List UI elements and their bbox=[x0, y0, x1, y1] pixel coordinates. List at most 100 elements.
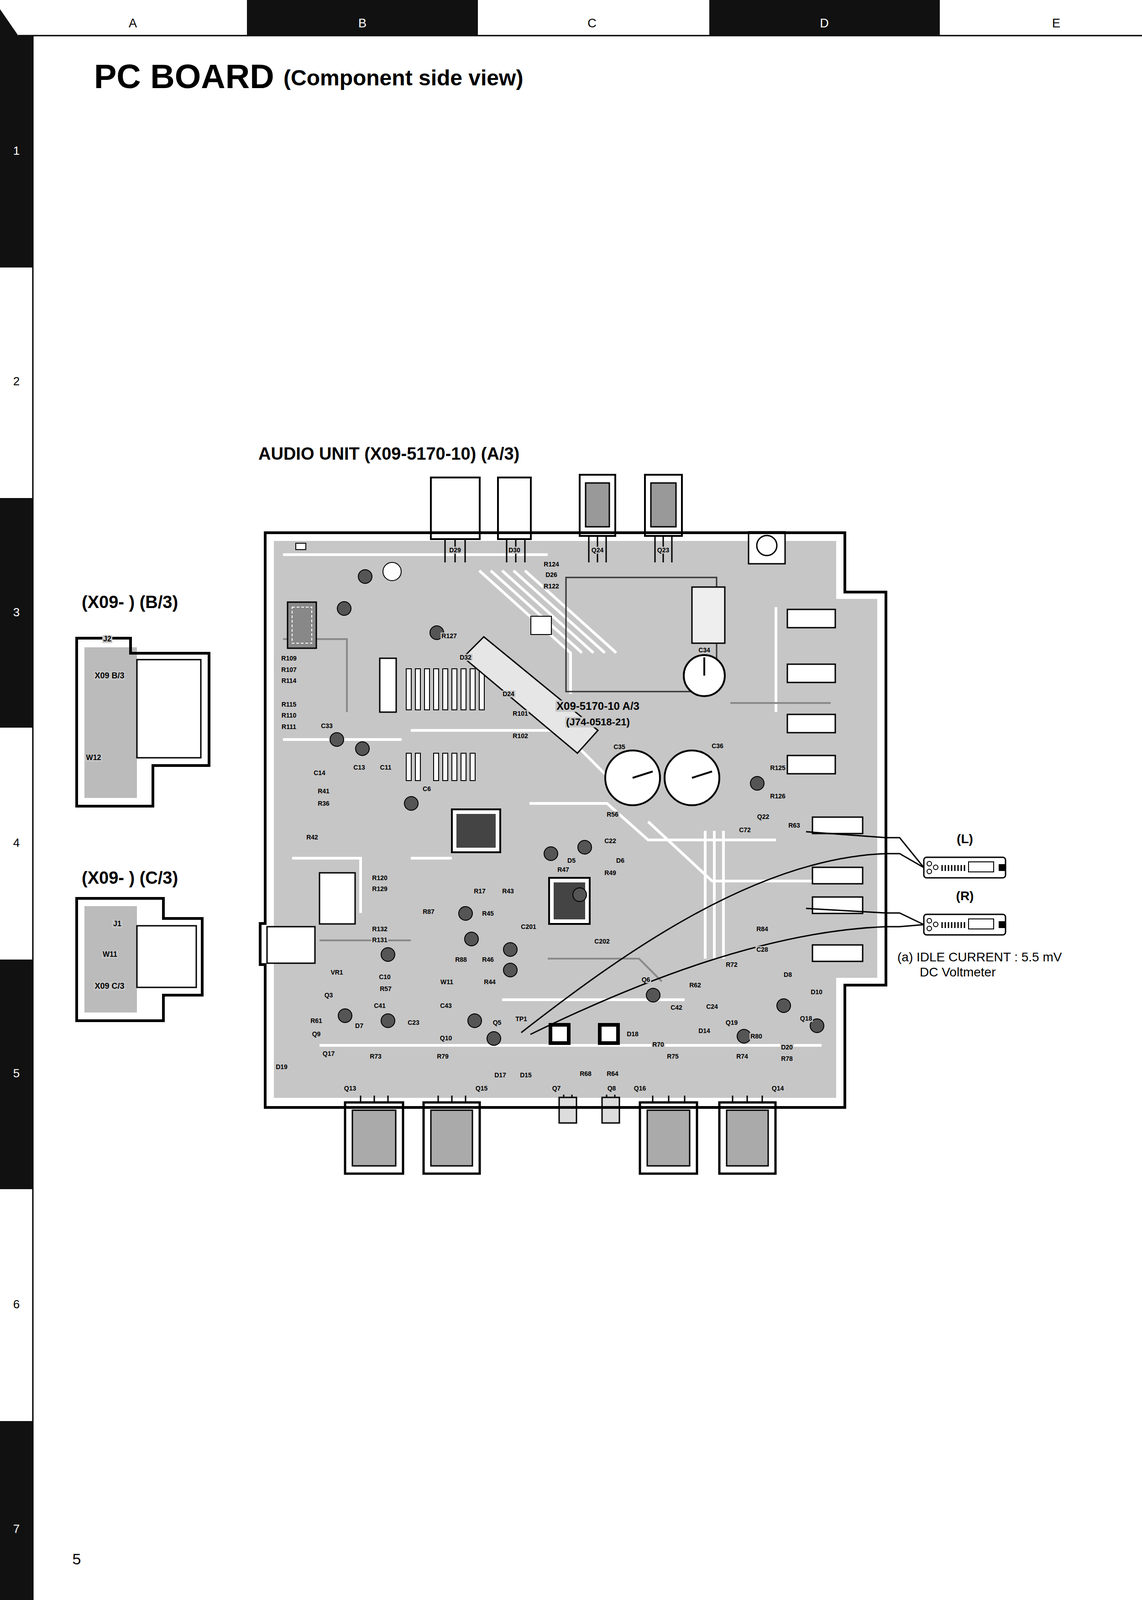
part-label: C43 bbox=[439, 1002, 453, 1010]
edge-connector bbox=[812, 817, 863, 834]
part-label: Q18 bbox=[799, 1015, 813, 1022]
meter-symbol bbox=[923, 857, 1006, 878]
page-frame bbox=[0, 959, 33, 1190]
pcb-board-art bbox=[295, 543, 306, 550]
heatsink-transistor bbox=[732, 1095, 734, 1103]
page-number: 5 bbox=[72, 1550, 82, 1568]
part-label: R132 bbox=[371, 925, 388, 933]
electrolytic-capacitor bbox=[703, 657, 706, 676]
transistor-symbol bbox=[467, 1013, 482, 1028]
dc-voltmeter: (R) bbox=[923, 914, 1006, 935]
part-label: D8 bbox=[782, 971, 793, 979]
part-label: R127 bbox=[440, 632, 458, 640]
transistor-symbol bbox=[487, 1031, 501, 1046]
top-component bbox=[497, 477, 531, 540]
meter-symbol bbox=[951, 921, 953, 928]
top-component bbox=[654, 535, 656, 563]
copper-trace bbox=[712, 830, 716, 959]
transistor-symbol bbox=[750, 776, 765, 791]
page-frame bbox=[246, 0, 478, 36]
sub-board-outline bbox=[76, 898, 203, 1021]
grid-ref: 1 bbox=[13, 144, 20, 158]
heatsink-transistor bbox=[559, 1097, 577, 1123]
copper-trace bbox=[282, 554, 822, 1046]
meter-symbol bbox=[963, 921, 966, 928]
part-label: Q17 bbox=[321, 1050, 336, 1058]
ic-package bbox=[451, 809, 501, 853]
page-frame bbox=[0, 9, 19, 36]
part-label: (J74-0518-21) bbox=[565, 716, 631, 728]
part-label: Q10 bbox=[439, 1034, 453, 1042]
resistor-bank bbox=[470, 753, 476, 781]
part-label: C24 bbox=[705, 1003, 719, 1011]
probe-wire bbox=[521, 831, 886, 1035]
grid-ref: 5 bbox=[13, 1066, 20, 1081]
probe-wire bbox=[521, 853, 886, 1033]
transistor-symbol bbox=[646, 988, 661, 1002]
part-label: Q3 bbox=[323, 991, 335, 999]
board-heading: (R) bbox=[956, 888, 975, 904]
probe-lead bbox=[885, 924, 924, 928]
sub-board: (X09- ) (C/3) bbox=[76, 898, 203, 1021]
part-label: C34 bbox=[697, 646, 712, 654]
page-title: PC BOARD bbox=[94, 57, 275, 96]
transistor-symbol bbox=[330, 562, 824, 1046]
part-label: C22 bbox=[603, 837, 618, 845]
edge-connector bbox=[787, 664, 836, 683]
pcb-board-outline bbox=[265, 532, 886, 1108]
board-heading: (L) bbox=[956, 831, 974, 847]
part-label: D5 bbox=[566, 857, 577, 865]
heatsink-transistor bbox=[602, 1097, 620, 1123]
edge-connector bbox=[787, 755, 836, 774]
heatsink-transistor bbox=[360, 1094, 763, 1103]
part-label: D29 bbox=[448, 546, 462, 554]
part-label: C6 bbox=[421, 785, 432, 793]
meter-symbol bbox=[998, 864, 1006, 871]
page-frame bbox=[709, 0, 940, 36]
test-pad bbox=[550, 1024, 619, 1043]
part-label: D15 bbox=[518, 1071, 533, 1079]
part-label: C10 bbox=[377, 973, 392, 981]
sub-board-art bbox=[96, 632, 118, 634]
resistor-bank bbox=[433, 668, 439, 710]
part-label: C36 bbox=[710, 742, 725, 750]
edge-connector bbox=[812, 944, 863, 962]
top-component bbox=[579, 474, 616, 536]
note-text: (a) IDLE CURRENT : 5.5 mV bbox=[895, 949, 1064, 965]
copper-trace bbox=[722, 830, 725, 959]
transistor-symbol bbox=[338, 1008, 352, 1023]
resistor-bank bbox=[451, 668, 457, 710]
grid-ref: 2 bbox=[13, 374, 20, 389]
part-label: R111 bbox=[280, 723, 298, 731]
meter-symbol bbox=[963, 864, 966, 871]
copper-trace bbox=[490, 570, 582, 653]
part-label: D18 bbox=[625, 1030, 640, 1038]
part-label: C33 bbox=[319, 722, 334, 730]
electrolytic-capacitor bbox=[605, 750, 661, 806]
part-label: C202 bbox=[593, 937, 611, 945]
resistor-bank bbox=[433, 753, 439, 781]
page-frame bbox=[0, 35, 33, 268]
module-outline bbox=[691, 586, 725, 644]
meter-symbol bbox=[948, 864, 950, 871]
part-label: D20 bbox=[780, 1043, 794, 1051]
part-label: R63 bbox=[787, 822, 802, 829]
part-label: D32 bbox=[458, 654, 473, 661]
dc-voltmeter-outline bbox=[923, 914, 1006, 935]
copper-trace bbox=[410, 856, 452, 860]
part-label: R64 bbox=[605, 1070, 620, 1078]
ic-package bbox=[287, 602, 317, 649]
part-label: R36 bbox=[316, 800, 331, 807]
transistor-symbol bbox=[358, 569, 372, 584]
part-label: C11 bbox=[379, 764, 393, 771]
part-label: R79 bbox=[435, 1052, 450, 1060]
resistor-bank bbox=[424, 668, 430, 710]
heatsink-transistor bbox=[352, 1110, 396, 1166]
part-label: J1 bbox=[112, 920, 123, 928]
ic-package bbox=[456, 813, 496, 848]
part-label: R80 bbox=[749, 1032, 764, 1040]
heatsink-transistor bbox=[345, 1102, 404, 1174]
resistor-bank bbox=[406, 668, 485, 781]
heatsink-transistor bbox=[373, 1095, 376, 1103]
